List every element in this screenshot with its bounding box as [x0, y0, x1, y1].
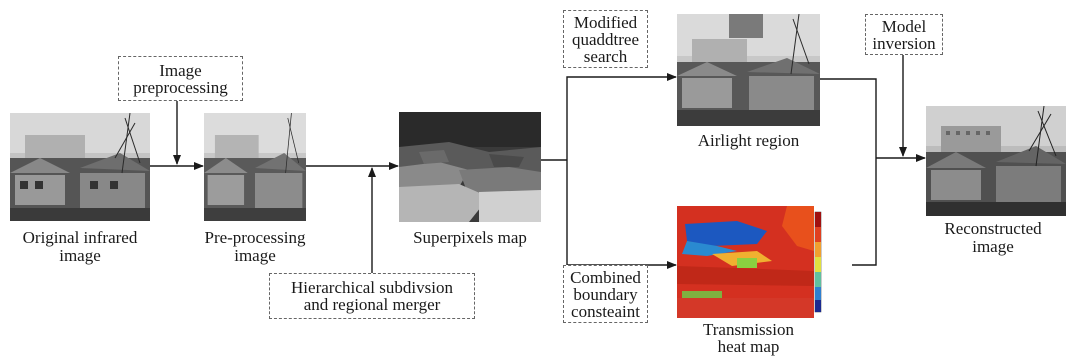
line-transmission-to-merge [852, 158, 877, 266]
reconstructed-caption: Reconstructed image [944, 219, 1042, 256]
image-preprocessing-box: Image preprocessing [118, 56, 243, 101]
original-image-caption: Original infrared image [22, 228, 138, 265]
original-infrared-image [10, 113, 150, 221]
transmission-caption: Transmission heat map [702, 320, 794, 356]
model-inversion-box: Model inversion [865, 14, 943, 55]
arrow-split-to-transmission [566, 160, 677, 269]
modified-quadtree-search-label: Modified quaddtree search [571, 12, 640, 66]
combined-boundary-constraint-label: Combined boundary consteaint [570, 267, 641, 321]
model-inversion-label: Model inversion [872, 16, 936, 53]
hierarchical-subdivision-label: Hierarchical subdivsion and regional mer… [291, 278, 453, 314]
preprocessed-image [204, 113, 306, 221]
transmission-heat-map [677, 206, 831, 318]
hierarchical-subdivision-box: Hierarchical subdivsion and regional mer… [269, 273, 475, 319]
superpixels-map [399, 112, 541, 222]
reconstructed-image [926, 106, 1066, 216]
airlight-region-image [677, 14, 820, 126]
modified-quadtree-search-box: Modified quaddtree search [563, 10, 648, 68]
line-airlight-to-merge [820, 78, 877, 158]
image-preprocessing-label: Image preprocessing [133, 60, 228, 97]
arrow-split-to-airlight [566, 73, 677, 160]
preprocessed-image-caption: Pre-processing image [204, 228, 306, 265]
airlight-caption: Airlight region [697, 131, 800, 150]
superpixels-caption: Superpixels map [413, 228, 527, 247]
combined-boundary-constraint-box: Combined boundary consteaint [563, 265, 648, 323]
